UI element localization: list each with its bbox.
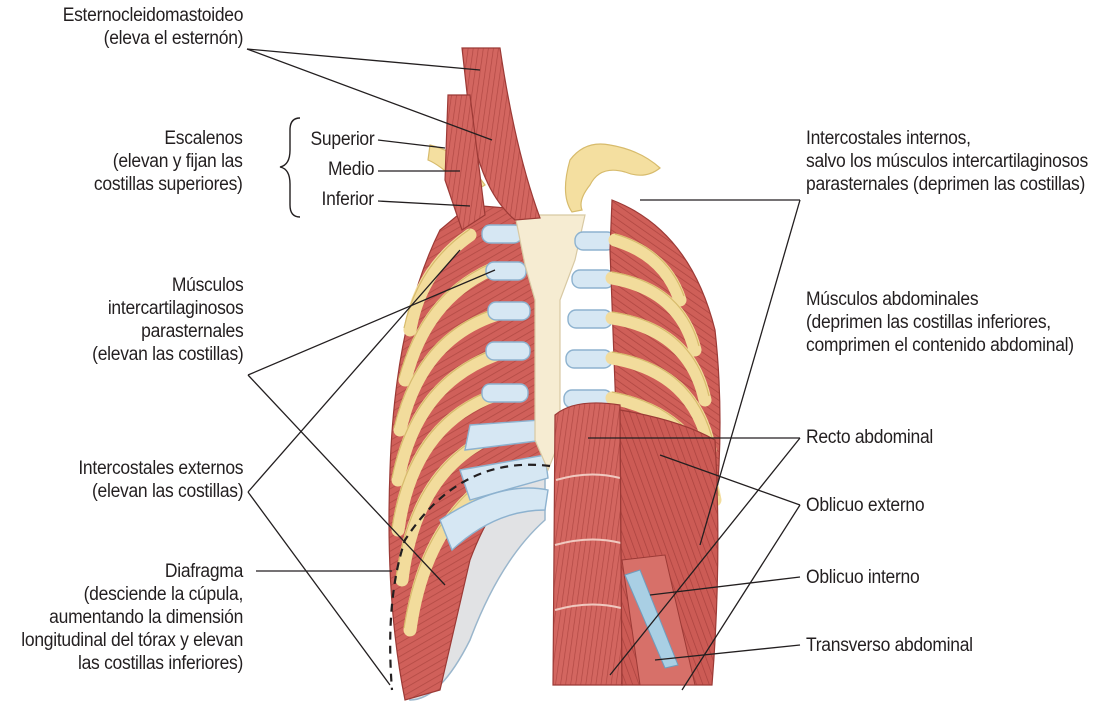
label-recto-abdominal: Recto abdominal — [806, 426, 933, 449]
label-oblicuo-interno: Oblicuo interno — [806, 566, 919, 589]
label-transverso-abdominal: Transverso abdominal — [806, 634, 973, 657]
rectus-abdominis — [553, 403, 622, 685]
label-oblicuo-externo: Oblicuo externo — [806, 494, 924, 517]
label-intercostales-internos: Intercostales internos, salvo los múscul… — [806, 127, 1088, 196]
label-intercostales-externos: Intercostales externos (elevan las costi… — [78, 457, 243, 503]
label-superior: Superior — [310, 128, 374, 151]
label-esternocleidomastoideo: Esternocleidomastoideo (eleva el esternó… — [63, 4, 243, 50]
label-intercartilaginosos: Músculos intercartilaginosos parasternal… — [92, 274, 243, 366]
label-medio: Medio — [328, 158, 374, 181]
label-musculos-abdominales: Músculos abdominales (deprimen las costi… — [806, 288, 1074, 357]
label-inferior: Inferior — [322, 188, 374, 211]
scalenes-bracket — [280, 118, 300, 217]
label-diafragma: Diafragma (desciende la cúpula, aumentan… — [21, 560, 243, 675]
label-escalenos: Escalenos (elevan y fijan las costillas … — [94, 127, 243, 196]
